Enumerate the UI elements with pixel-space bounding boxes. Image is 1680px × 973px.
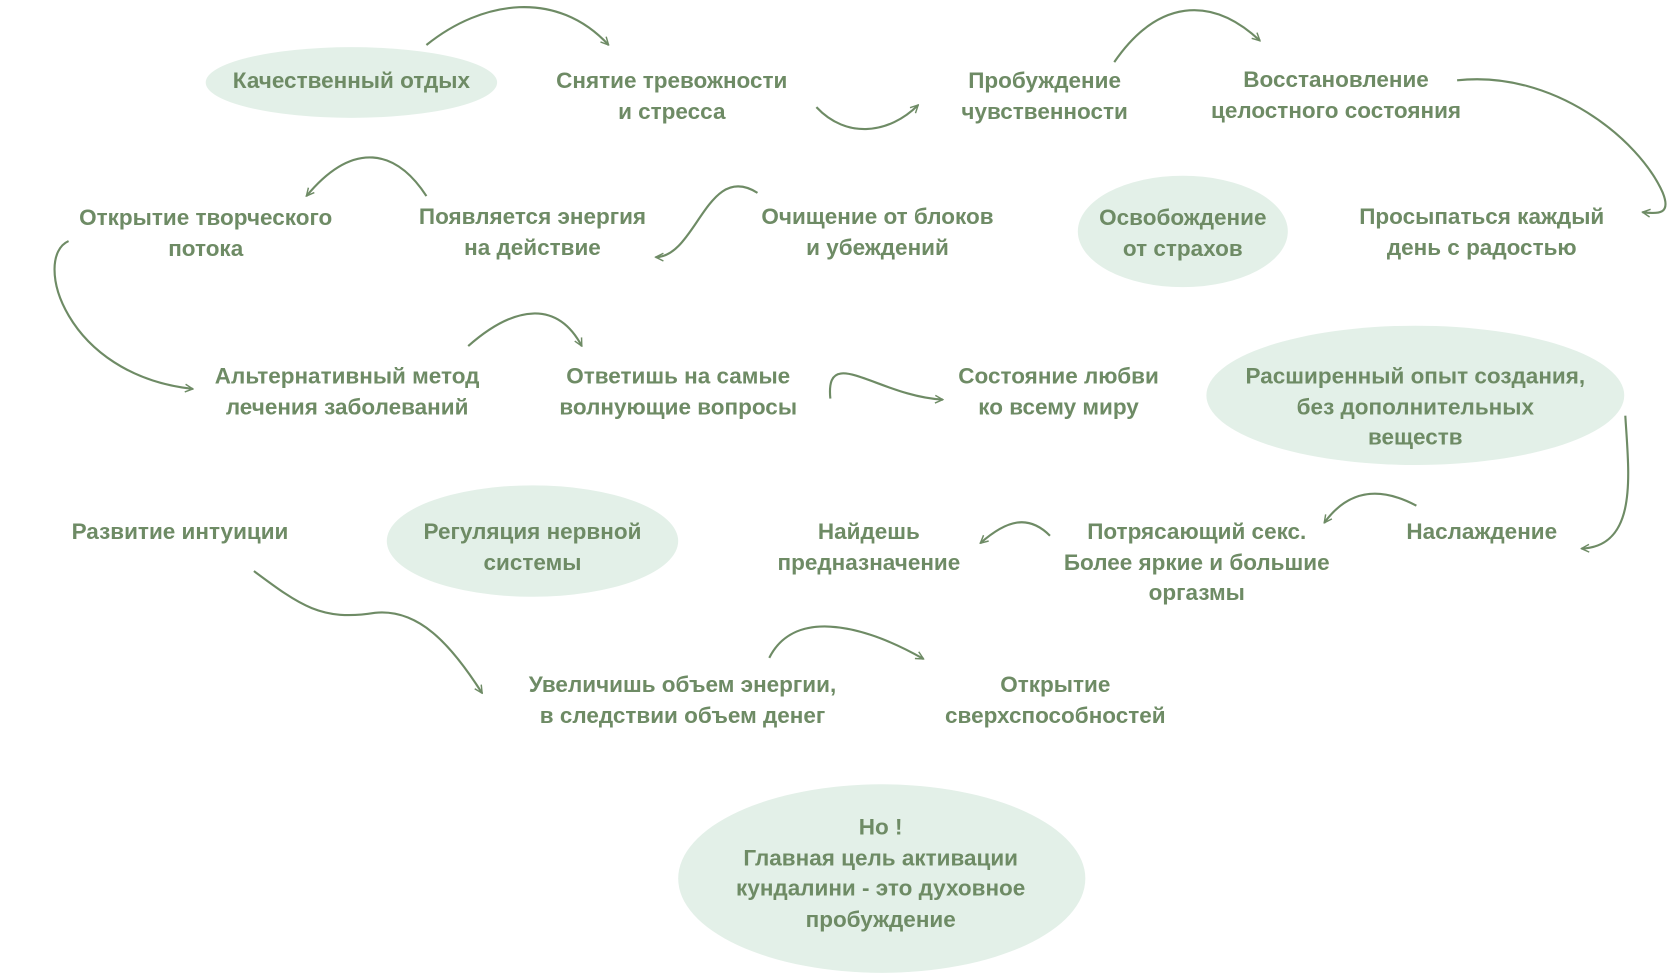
node-text-line: лечения заболеваний [225, 394, 469, 420]
node-text-line: без дополнительных [1296, 394, 1534, 420]
node-text-line: Восстановление [1243, 67, 1429, 93]
node-text-line: целостного состояния [1211, 98, 1462, 123]
node-alt-healing: Альтернативный метод лечения заболеваний [215, 362, 480, 423]
connector-arrow [1324, 492, 1417, 523]
node-text-line: Более яркие и большие [1063, 550, 1330, 575]
node-text-line: Наслаждение [1406, 519, 1558, 545]
node-stress-relief: Снятие тревожности и стресса [556, 66, 787, 127]
connector-arrow [1456, 78, 1667, 213]
connector-arrow [828, 372, 943, 399]
connector-arrow [768, 625, 923, 660]
node-text-line: пробуждение [805, 906, 956, 932]
highlight-ellipse [386, 485, 679, 597]
node-text-line: от страхов [1122, 236, 1243, 261]
connector-arrow [1113, 9, 1260, 63]
node-wake-joy: Просыпаться каждый день с радостью [1359, 202, 1604, 263]
node-pleasure: Наслаждение [1406, 517, 1557, 548]
node-text-line: Очищение от блоков [761, 204, 994, 230]
node-intuition: Развитие интуиции [72, 517, 289, 548]
node-nervous-system: Регуляция нервной системы [424, 517, 642, 578]
node-main-goal: Но ! Главная цель активации кундалини - эт… [736, 813, 1025, 935]
node-text-line: Найдешь [817, 519, 920, 545]
node-text-line: системы [483, 550, 582, 575]
connector-arrow [815, 105, 918, 131]
connector-arrow [53, 240, 193, 389]
node-text-line: Открытие творческого [79, 205, 333, 231]
node-cleansing: Очищение от блоков и убеждений [761, 202, 993, 263]
node-text-line: на действие [464, 235, 601, 260]
highlight-ellipse [205, 47, 498, 118]
node-answers: Ответишь на самые волнующие вопросы [559, 362, 797, 423]
connector-arrow [1581, 415, 1630, 549]
node-text-line: Просыпаться каждый [1359, 204, 1605, 230]
node-text-line: Но ! [858, 815, 903, 840]
connector-arrow [253, 570, 484, 693]
node-text-line: Развитие интуиции [71, 519, 289, 545]
node-quality-rest: Качественный отдых [233, 66, 470, 97]
node-text-line: Регуляция нервной [423, 519, 642, 545]
node-wholeness: Восстановление целостного состояния [1211, 65, 1461, 126]
node-more-energy: Увеличишь объем энергии, в следствии объе… [529, 671, 836, 732]
node-text-line: кундалини - это духовное [736, 876, 1026, 902]
node-amazing-sex: Потрясающий секс. Более яркие и большие ор… [1064, 517, 1330, 609]
node-text-line: Качественный отдых [232, 68, 471, 94]
node-sensuality: Пробуждение чувственности [961, 66, 1127, 127]
node-text-line: Потрясающий секс. [1087, 519, 1307, 545]
highlight-ellipse [678, 784, 1086, 973]
node-text-line: Снятие тревожности [556, 68, 788, 94]
node-text-line: и убеждений [806, 235, 949, 260]
node-text-line: Ответишь на самые [566, 364, 791, 389]
node-energy-action: Появляется энергия на действие [419, 202, 646, 263]
node-text-line: предназначение [777, 550, 961, 575]
connector-arrow [656, 185, 759, 257]
node-text-line: в следствии объем денег [539, 703, 826, 729]
highlight-ellipse [1077, 175, 1288, 288]
node-text-line: Освобождение [1099, 205, 1267, 231]
node-superpowers: Открытие сверхспособностей [945, 671, 1166, 732]
node-text-line: Альтернативный метод [214, 364, 480, 389]
node-text-line: ко всему миру [978, 394, 1139, 420]
connector-arrow [980, 521, 1051, 543]
node-expanded-experience: Расширенный опыт создания, без дополнител… [1246, 362, 1586, 454]
node-text-line: волнующие вопросы [559, 394, 798, 420]
node-text-line: Состояние любви [958, 364, 1159, 389]
node-text-line: потока [168, 236, 244, 261]
connector-arrow [306, 156, 428, 196]
node-love-state: Состояние любви ко всему миру [958, 362, 1158, 423]
node-text-line: Расширенный опыт создания, [1245, 364, 1586, 389]
connector-arrow [425, 6, 608, 45]
connector-arrow [467, 312, 583, 346]
node-text-line: и стресса [618, 99, 726, 124]
node-text-line: Появляется энергия [418, 204, 647, 230]
highlight-ellipse [1206, 325, 1625, 465]
node-text-line: сверхспособностей [945, 703, 1166, 729]
node-fear-release: Освобождение от страхов [1099, 204, 1266, 265]
node-text-line: чувственности [961, 99, 1128, 124]
node-text-line: день с радостью [1386, 235, 1577, 260]
node-text-line: Главная цель активации [743, 845, 1019, 871]
node-text-line: веществ [1368, 425, 1463, 450]
node-text-line: Пробуждение [968, 68, 1121, 94]
node-text-line: оргазмы [1148, 580, 1245, 606]
node-text-line: Увеличишь объем энергии, [528, 672, 837, 698]
node-text-line: Открытие [1000, 672, 1111, 698]
node-purpose: Найдешь предназначение [778, 517, 961, 578]
node-creative-flow: Открытие творческого потока [79, 204, 332, 265]
